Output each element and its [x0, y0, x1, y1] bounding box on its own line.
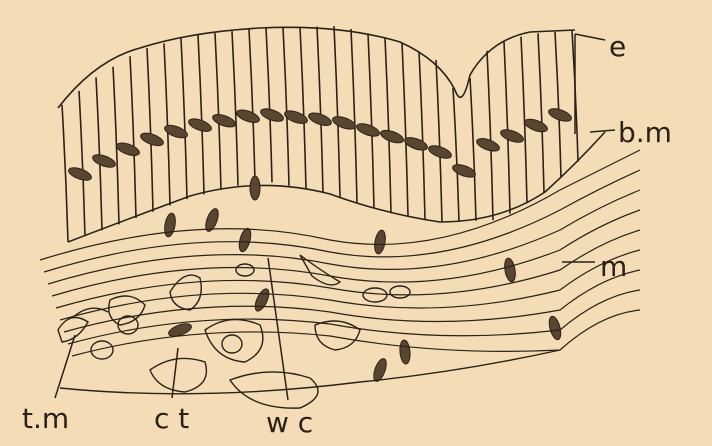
label-tm: t.m [22, 402, 69, 435]
nucleus [250, 176, 260, 200]
label-wc: w c [266, 406, 313, 439]
label-ct: c t [154, 402, 189, 435]
label-e: e [609, 30, 626, 63]
label-bm: b.m [618, 116, 672, 149]
label-m: m [600, 250, 627, 283]
